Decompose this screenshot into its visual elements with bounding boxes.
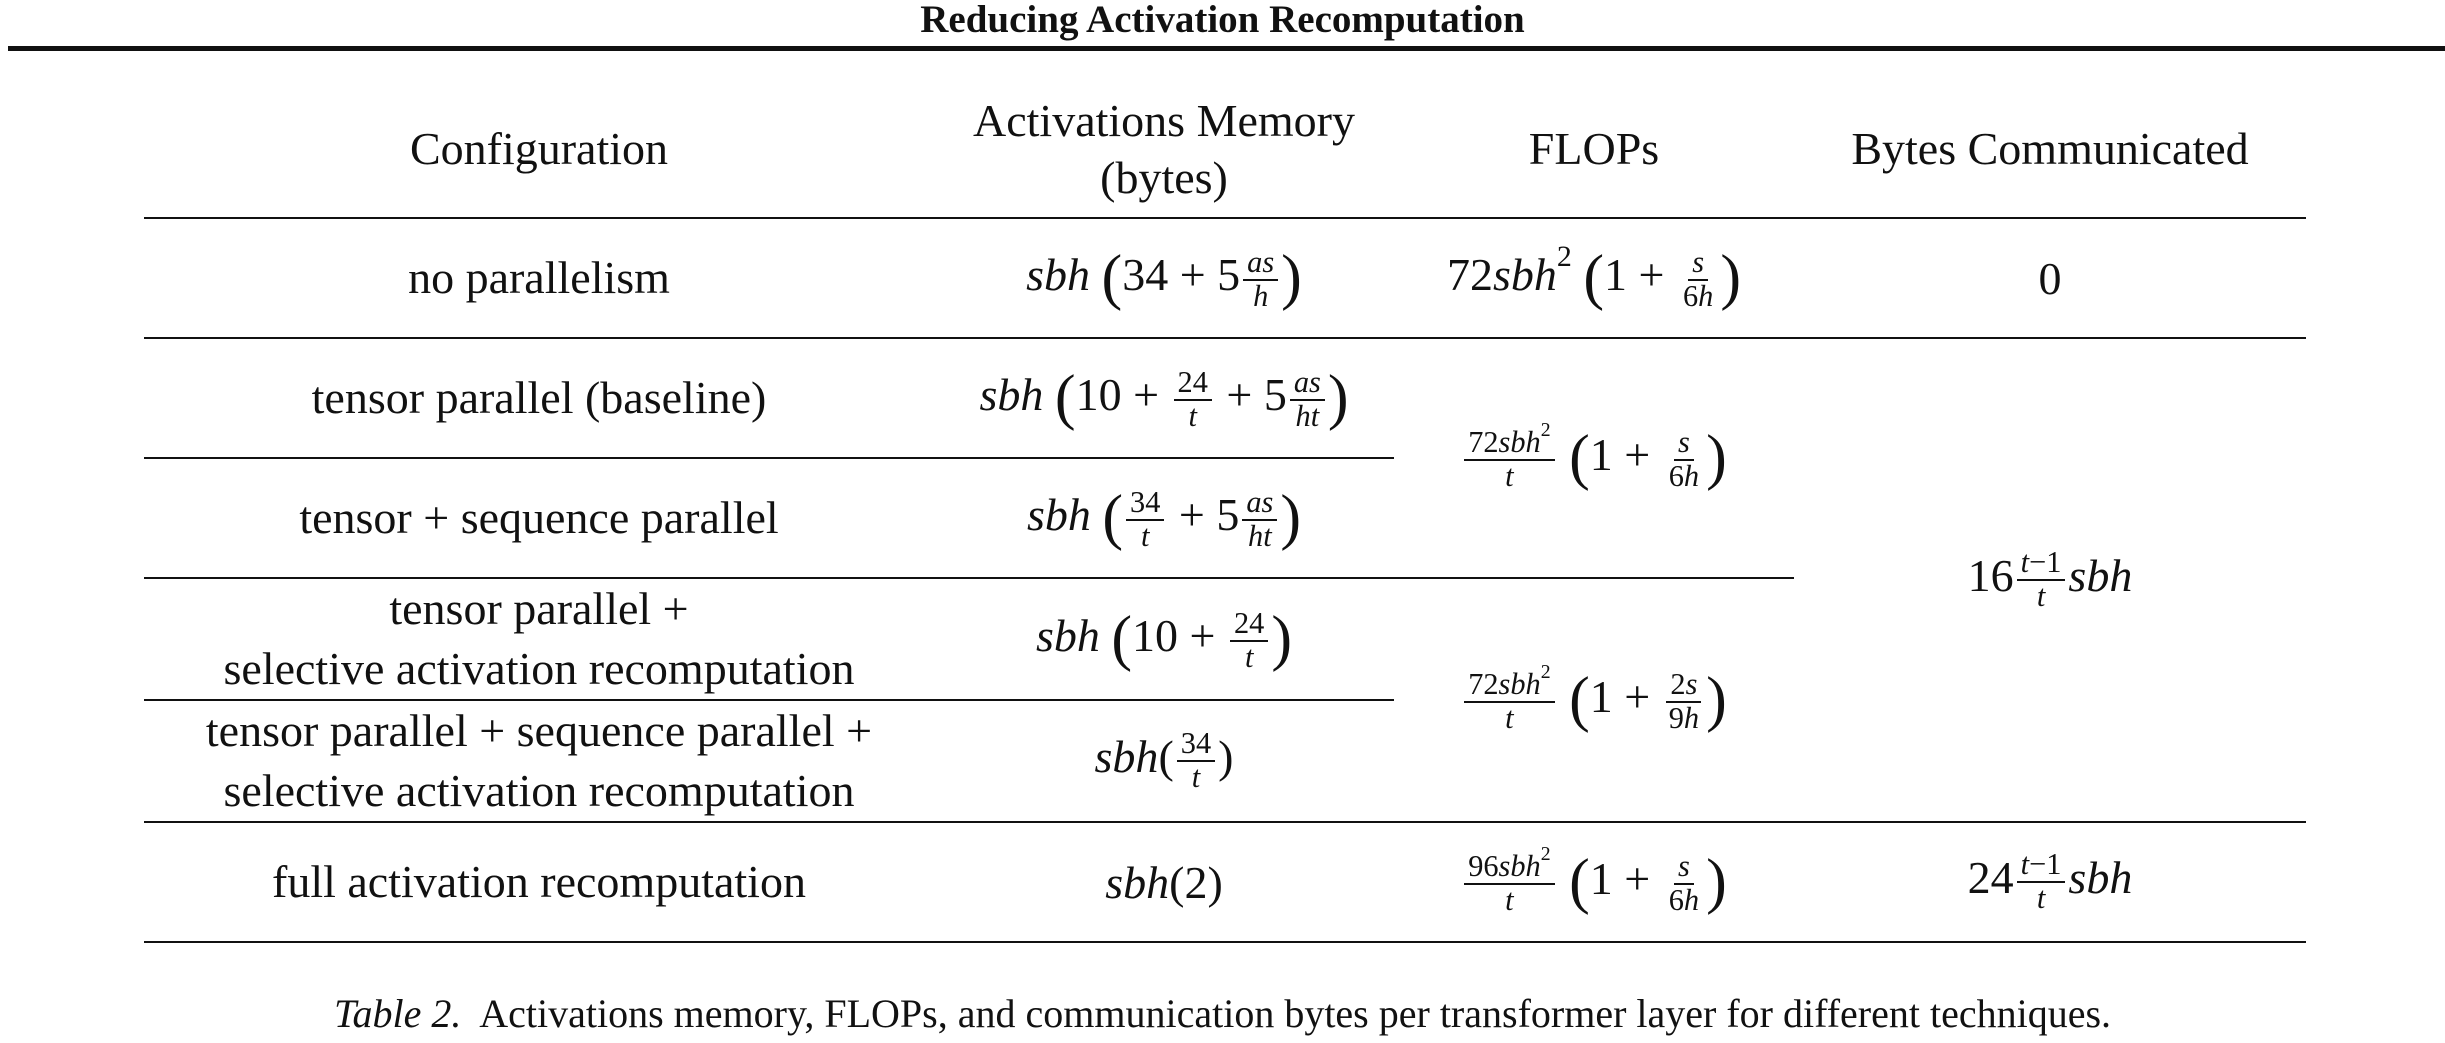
config-tp-selective-line1: tensor parallel + [389,583,689,634]
memory-full-recomputation: sbh(2) [934,822,1394,943]
header-flops: FLOPs [1528,123,1660,174]
config-tp-selective: tensor parallel + selective activation r… [144,578,934,701]
config-tp-sp-selective: tensor parallel + sequence parallel + se… [144,700,934,822]
config-tp-sp: tensor + sequence parallel [144,458,934,579]
table-row: tensor parallel + sequence parallel + se… [144,700,2306,822]
caption-label: Table 2. [333,991,462,1036]
heading-rule [8,46,2445,51]
config-full-recomputation: full activation recomputation [144,822,934,943]
config-no-parallelism: no parallelism [408,252,670,303]
formula-mem-full: sbh(2) [1105,856,1223,908]
table-row: tensor parallel + selective activation r… [144,578,2306,734]
config-tp-baseline: tensor parallel (baseline) [144,338,934,459]
header-bytes-communicated: Bytes Communicated [1851,123,2249,174]
section-heading: Reducing Activation Recomputation [920,0,1525,41]
table-caption: Table 2. Activations memory, FLOPs, and … [0,990,2445,1038]
header-memory-line2: (bytes) [1100,151,1228,203]
bytes-no-parallelism: 0 [2038,252,2062,304]
caption-text: Activations memory, FLOPs, and communica… [479,991,2112,1036]
table-row: full activation recomputation sbh(2) 96s… [144,822,2306,943]
header-activations-memory: Activations Memory (bytes) [934,80,1394,218]
config-tp-sp-selective-line1: tensor parallel + sequence parallel + [205,705,873,756]
config-tp-selective-line2: selective activation recomputation [223,643,855,694]
header-memory-line1: Activations Memory [973,94,1355,146]
comparison-table: Configuration Activations Memory (bytes)… [144,80,2306,943]
config-tp-sp-selective-line2: selective activation recomputation [223,765,855,816]
table-header-row: Configuration Activations Memory (bytes)… [144,80,2306,218]
header-configuration: Configuration [409,123,669,174]
